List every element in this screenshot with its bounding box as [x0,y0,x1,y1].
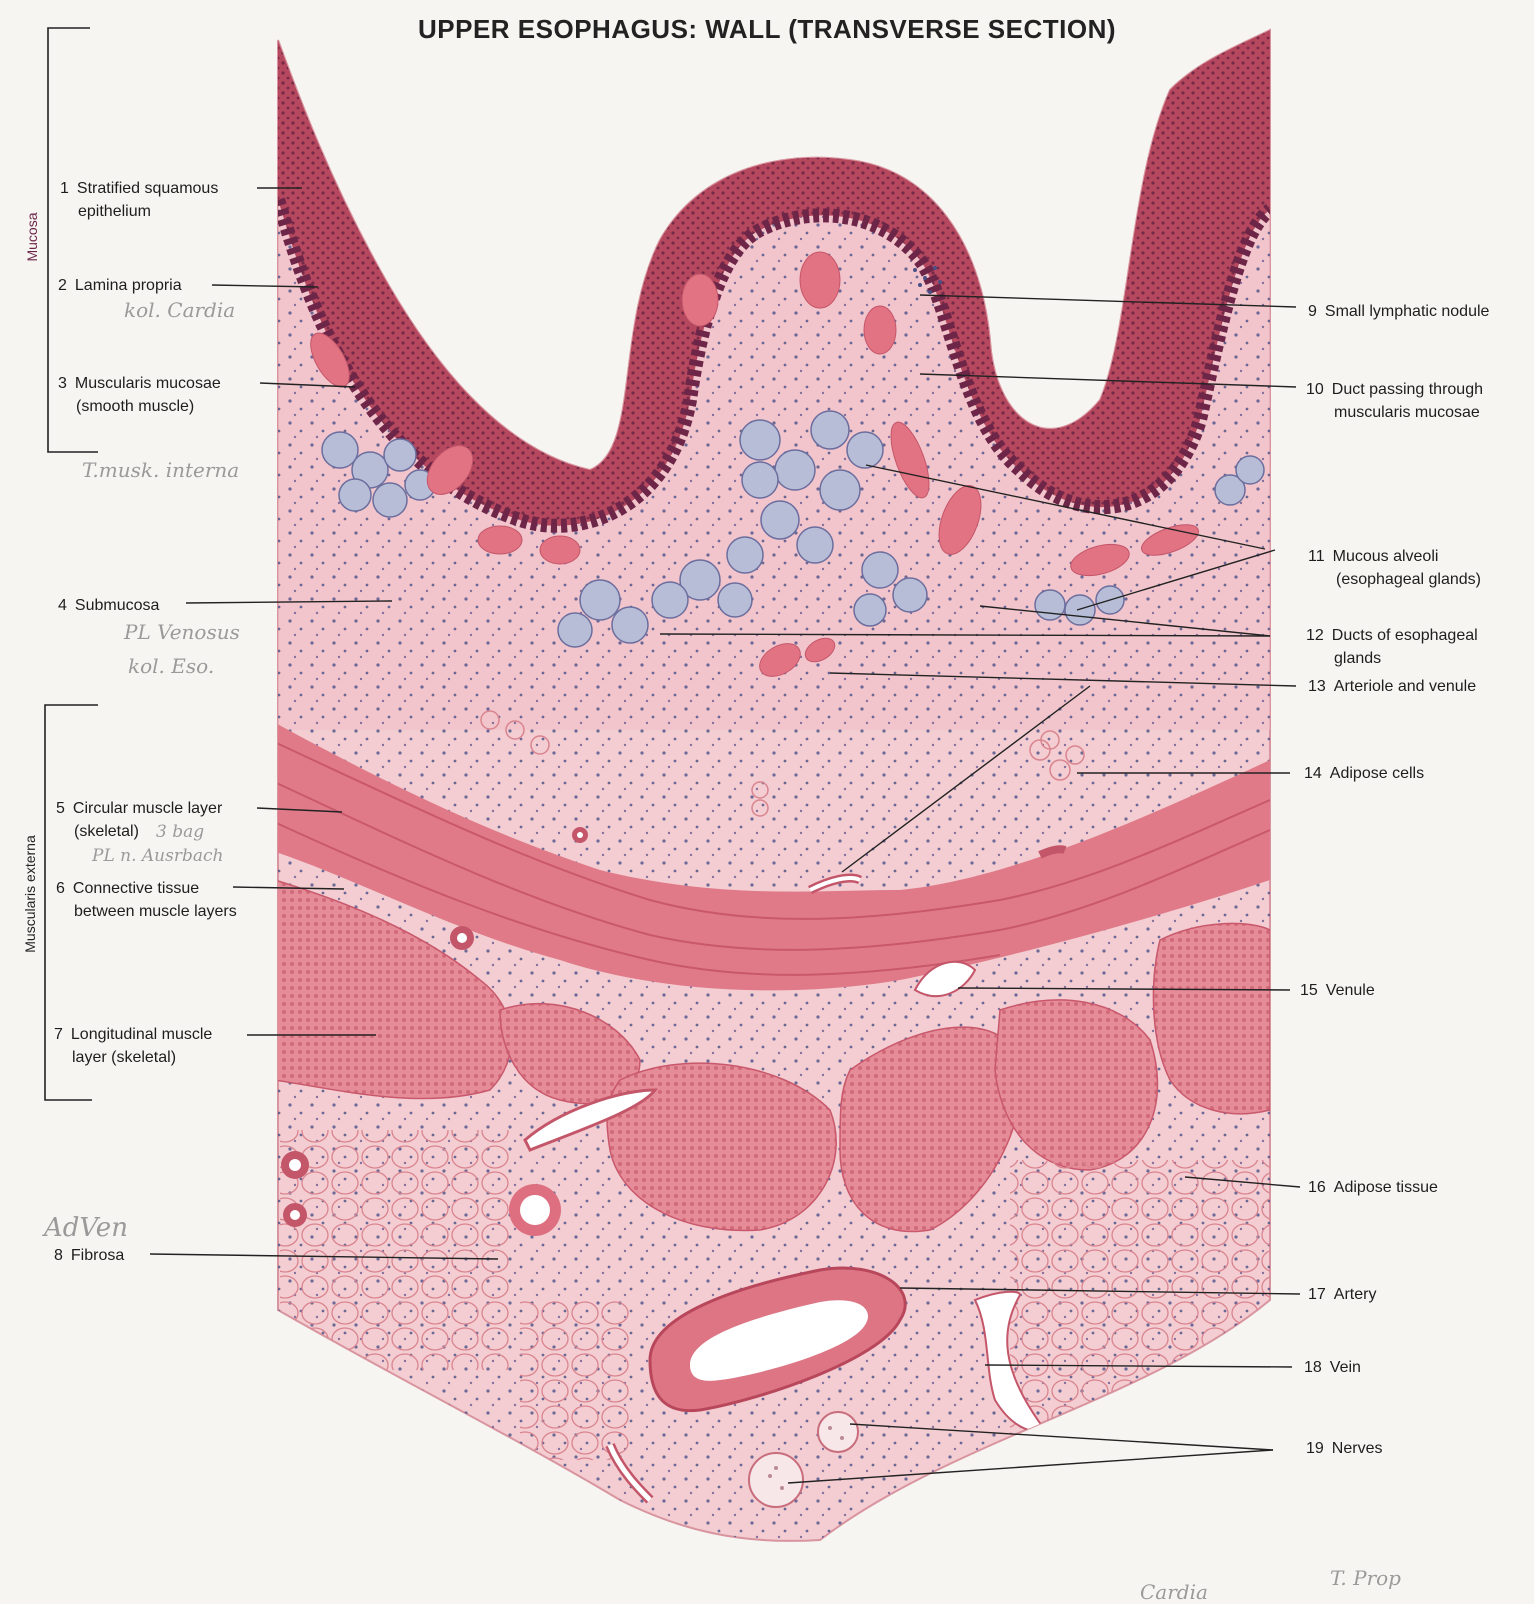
handwritten-note-2: T.musk. interna [82,458,240,482]
handwritten-note-1: kol. Cardia [124,298,236,322]
mucous-glands [321,410,1265,648]
page-title: UPPER ESOPHAGUS: WALL (TRANSVERSE SECTIO… [417,14,1117,44]
handwritten-note-4: kol. Eso. [128,654,215,678]
group-label-muscularis-externa: Muscularis externa [22,835,38,953]
handwritten-note-7: AdVen [44,1213,128,1243]
group-label-mucosa: Mucosa [24,212,40,262]
handwritten-note-3: PL Venosus [124,620,240,644]
nerves [748,1411,859,1508]
muscularis-mucosae [310,251,1199,677]
handwritten-note-5: 3 bag [156,822,205,842]
handwritten-note-8: Cardia [1140,1580,1208,1604]
handwritten-note-6: PL n. Ausrbach [92,846,224,866]
longitudinal-muscle-layer [278,878,1270,1233]
handwritten-note-9: T. Prop [1330,1566,1401,1590]
blood-vessels [281,827,1067,1504]
